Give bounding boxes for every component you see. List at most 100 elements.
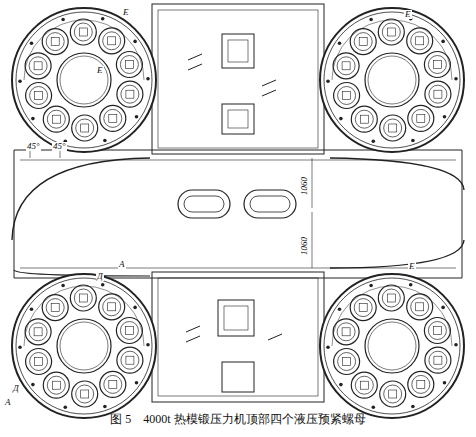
bolt-dot — [135, 115, 139, 119]
bolt-dot — [31, 383, 35, 387]
piston-cap — [434, 90, 442, 98]
pre-tension-cylinder — [334, 83, 360, 109]
cylinder-piston — [382, 23, 400, 41]
cylinder-piston — [74, 23, 92, 41]
tie-rod-bore — [57, 319, 111, 373]
hydraulic-nut — [12, 8, 156, 152]
cylinder-piston — [428, 322, 446, 340]
hydraulic-nut — [12, 274, 156, 418]
pre-tension-cylinder — [380, 381, 406, 407]
cylinder-piston — [121, 351, 139, 369]
hydraulic-nut — [320, 274, 464, 418]
cylinder-piston — [46, 33, 64, 51]
cover-plate — [228, 40, 248, 62]
oil-line — [332, 286, 452, 346]
bolt-dot — [454, 77, 458, 81]
cylinder-piston — [337, 57, 355, 75]
pre-tension-cylinder — [351, 372, 377, 398]
pre-tension-cylinder — [99, 28, 125, 54]
bolt-dot — [369, 18, 373, 22]
nut-rim — [324, 278, 460, 414]
bolt-dot — [103, 405, 107, 409]
piston-cap — [360, 381, 368, 389]
bolt-dot — [146, 77, 150, 81]
bolt-dot — [411, 405, 415, 409]
cylinder-piston — [428, 56, 446, 74]
pre-tension-cylinder — [380, 115, 406, 141]
bolt-dot — [18, 79, 22, 83]
bolt-dot — [133, 40, 137, 44]
piston-cap — [342, 328, 350, 336]
bolt-dot — [338, 308, 342, 312]
cylinder-piston — [74, 289, 92, 307]
cylinder-piston — [384, 385, 402, 403]
cylinder-piston — [76, 119, 94, 137]
bolt-dot — [339, 383, 343, 387]
piston-cap — [81, 124, 89, 132]
bolt-dot — [30, 42, 34, 46]
mark — [186, 326, 282, 342]
pre-tension-cylinder — [43, 106, 69, 132]
dimension-text: 1060 — [300, 176, 309, 196]
cylinder-piston — [411, 298, 429, 316]
hydraulic-nut — [320, 8, 464, 152]
piston-cap — [79, 28, 87, 36]
bolt-dot — [339, 117, 343, 121]
piston-cap — [81, 390, 89, 398]
piston-cap — [51, 304, 59, 312]
piston-cap — [109, 114, 117, 122]
piston-cap — [35, 358, 43, 366]
dimension-text: 1060 — [300, 236, 309, 256]
cylinder-piston — [429, 85, 447, 103]
cylinder-piston — [121, 85, 139, 103]
piston-cap — [389, 390, 397, 398]
piston-cap — [51, 38, 59, 46]
cylinder-piston — [104, 375, 122, 393]
bolt-dot — [441, 306, 445, 310]
lower-block — [152, 272, 324, 402]
pre-tension-cylinder — [72, 115, 98, 141]
pre-tension-cylinder — [407, 28, 433, 54]
cross-beam — [14, 150, 462, 278]
pre-tension-cylinder — [72, 381, 98, 407]
section-mark: E — [96, 66, 104, 75]
cylinder-piston — [429, 351, 447, 369]
bolt-dot — [146, 343, 150, 347]
cover-plate — [224, 306, 248, 330]
piston-cap — [35, 92, 43, 100]
cover-plate — [222, 362, 254, 392]
cylinder-piston — [382, 289, 400, 307]
piston-cap — [417, 114, 425, 122]
piston-cap — [125, 327, 133, 335]
pre-tension-cylinder — [333, 319, 359, 345]
pre-tension-cylinder — [425, 81, 451, 107]
bolt-dot — [454, 343, 458, 347]
section-mark: A — [118, 260, 126, 269]
pre-tension-cylinder — [70, 285, 96, 311]
pre-tension-cylinder — [43, 372, 69, 398]
tie-rod-bore — [365, 319, 419, 373]
cylinder-piston — [337, 323, 355, 341]
pre-tension-cylinder — [100, 371, 126, 397]
tie-rod-bore — [368, 322, 416, 370]
piston-cap — [359, 38, 367, 46]
upper-block — [152, 4, 324, 154]
pre-tension-cylinder — [350, 29, 376, 55]
cylinder-piston — [355, 376, 373, 394]
piston-cap — [109, 380, 117, 388]
pre-tension-cylinder — [351, 106, 377, 132]
pre-tension-cylinder — [100, 105, 126, 131]
oil-line — [24, 286, 144, 346]
tie-rod-bore — [57, 53, 111, 107]
dimension-line — [312, 158, 313, 268]
section-mark: E — [122, 8, 130, 17]
piston-cap — [387, 294, 395, 302]
nut-rim — [16, 278, 152, 414]
mark — [188, 54, 276, 96]
pre-tension-cylinder — [408, 105, 434, 131]
lower-block-inner — [158, 278, 318, 396]
nut-rim — [324, 12, 460, 148]
bolt-dot — [443, 115, 447, 119]
bolt-dot — [369, 284, 373, 288]
